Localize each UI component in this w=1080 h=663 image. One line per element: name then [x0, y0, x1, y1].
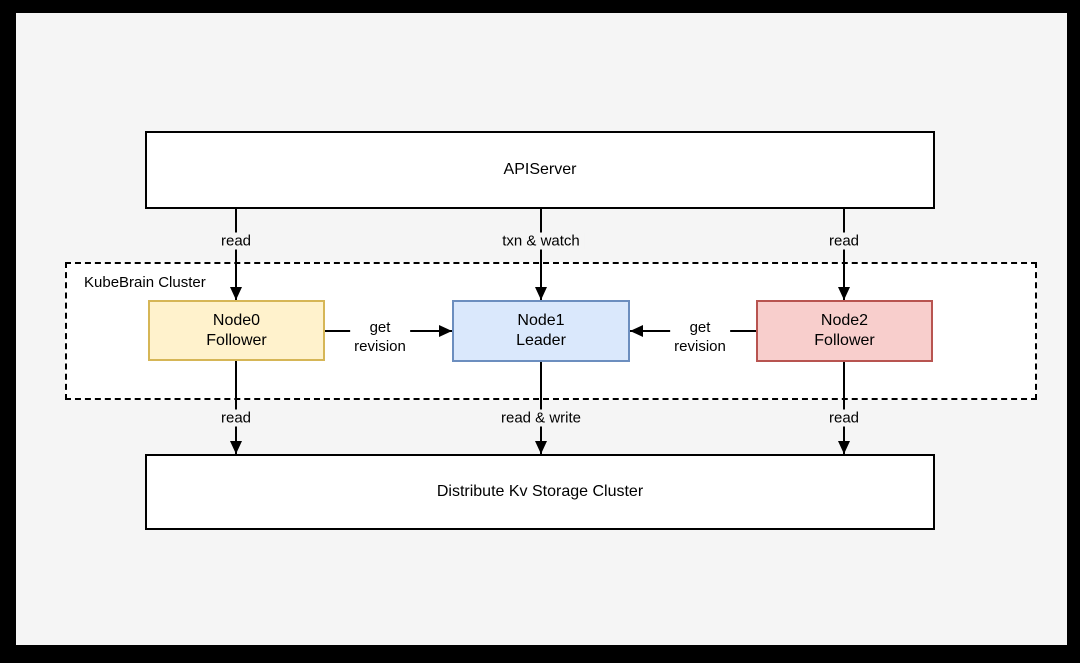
arrowhead-down-icon: [535, 287, 547, 300]
node1-name: Node1: [517, 312, 565, 329]
edge-api-to-node0-line: [235, 209, 237, 300]
edge-label-txn-watch: txn & watch: [498, 232, 584, 250]
arrowhead-left-icon: [630, 325, 643, 337]
storage-cluster-box: Distribute Kv Storage Cluster: [145, 454, 935, 530]
node0-follower-box: Node0 Follower: [148, 300, 325, 361]
edge-label-read-right: read: [824, 232, 864, 250]
edge-label-read-bottom-right: read: [824, 409, 864, 427]
kubebrain-cluster-label: KubeBrain Cluster: [84, 274, 206, 291]
api-server-label: APIServer: [503, 161, 577, 178]
node0-role: Follower: [206, 331, 267, 349]
edge-label-read-left: read: [216, 232, 256, 250]
storage-cluster-label: Distribute Kv Storage Cluster: [436, 483, 644, 500]
arrowhead-down-icon: [838, 287, 850, 300]
arrowhead-right-icon: [439, 325, 452, 337]
node0-name: Node0: [212, 311, 261, 329]
edge-label-get-revision-right: get revision: [670, 318, 730, 356]
edge-label-read-bottom-left: read: [216, 409, 256, 427]
edge-node2-to-storage-line: [843, 362, 845, 454]
edge-api-to-node2-line: [843, 209, 845, 300]
arrowhead-down-icon: [838, 441, 850, 454]
node2-name: Node2: [820, 312, 869, 329]
node1-role: Leader: [516, 332, 566, 349]
node2-role: Follower: [814, 332, 875, 349]
edge-label-get-revision-left: get revision: [350, 318, 410, 356]
node2-follower-box: Node2 Follower: [756, 300, 933, 362]
arrowhead-down-icon: [535, 441, 547, 454]
api-server-box: APIServer: [145, 131, 935, 209]
edge-node1-to-storage-line: [540, 362, 542, 454]
edge-label-read-write: read & write: [496, 409, 586, 427]
diagram-canvas: KubeBrain Cluster APIServer Distribute K…: [16, 13, 1067, 645]
edge-node0-to-storage-line: [235, 361, 237, 454]
arrowhead-down-icon: [230, 287, 242, 300]
node1-leader-box: Node1 Leader: [452, 300, 630, 362]
arrowhead-down-icon: [230, 441, 242, 454]
edge-api-to-node1-line: [540, 209, 542, 300]
